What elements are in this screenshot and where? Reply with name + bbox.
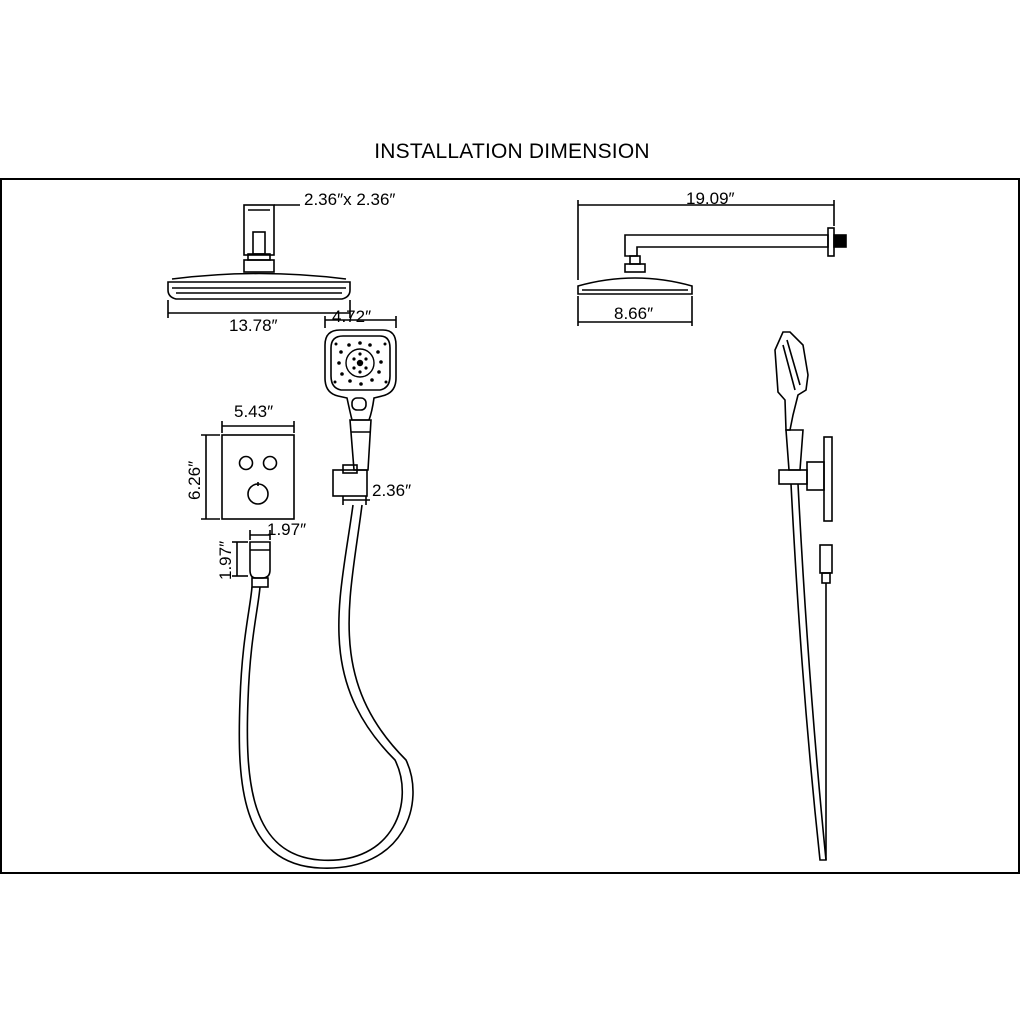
drawing-frame (0, 178, 1020, 874)
front-hand-shower (324, 329, 397, 471)
dim-line-head-side (577, 296, 693, 326)
side-valve-trim-plate (823, 436, 833, 522)
dim-line-elbow-height (232, 541, 248, 577)
front-rain-shower-head (167, 272, 351, 300)
dim-label-valve-height: 6.26″ (185, 461, 204, 500)
side-supply-elbow (819, 544, 833, 584)
dim-line-head-front (167, 300, 351, 318)
page-title: INSTALLATION DIMENSION (374, 140, 650, 163)
front-shower-hose (238, 504, 414, 869)
valve-diverter-buttons (238, 455, 278, 471)
front-shower-arm-flange (243, 204, 275, 273)
side-hand-shower (774, 331, 809, 471)
dim-label-elbow-width: 1.97″ (267, 520, 306, 539)
side-shower-hose (790, 483, 827, 861)
dim-line-elbow-width (249, 530, 271, 540)
dim-label-valve-width: 5.43″ (234, 402, 273, 421)
dim-label-head-side: 8.66″ (614, 304, 653, 323)
dim-line-holder-width (342, 496, 370, 505)
dim-label-holder-width: 2.36″ (372, 481, 411, 500)
valve-temperature-knob (247, 482, 269, 505)
side-shower-arm (624, 227, 847, 257)
front-handshower-holder (332, 464, 368, 497)
side-shower-head (577, 255, 693, 295)
dim-label-arm-length: 19.09″ (686, 189, 735, 208)
front-supply-elbow (249, 541, 271, 588)
side-handshower-holder (778, 461, 825, 491)
dim-label-arm-square: 2.36″x 2.36″ (304, 190, 395, 209)
hand-shower-nozzles (333, 341, 388, 386)
dim-label-elbow-height: 1.97″ (216, 541, 235, 580)
dim-label-handshower-width: 4.72″ (332, 307, 371, 326)
dim-line-valve-height (201, 434, 220, 520)
dim-label-head-front: 13.78″ (229, 316, 278, 335)
dim-line-valve-width (221, 421, 295, 433)
dim-line-arm-length (577, 200, 835, 280)
dim-line-handshower-width (324, 316, 397, 328)
front-valve-trim-plate (221, 434, 295, 520)
